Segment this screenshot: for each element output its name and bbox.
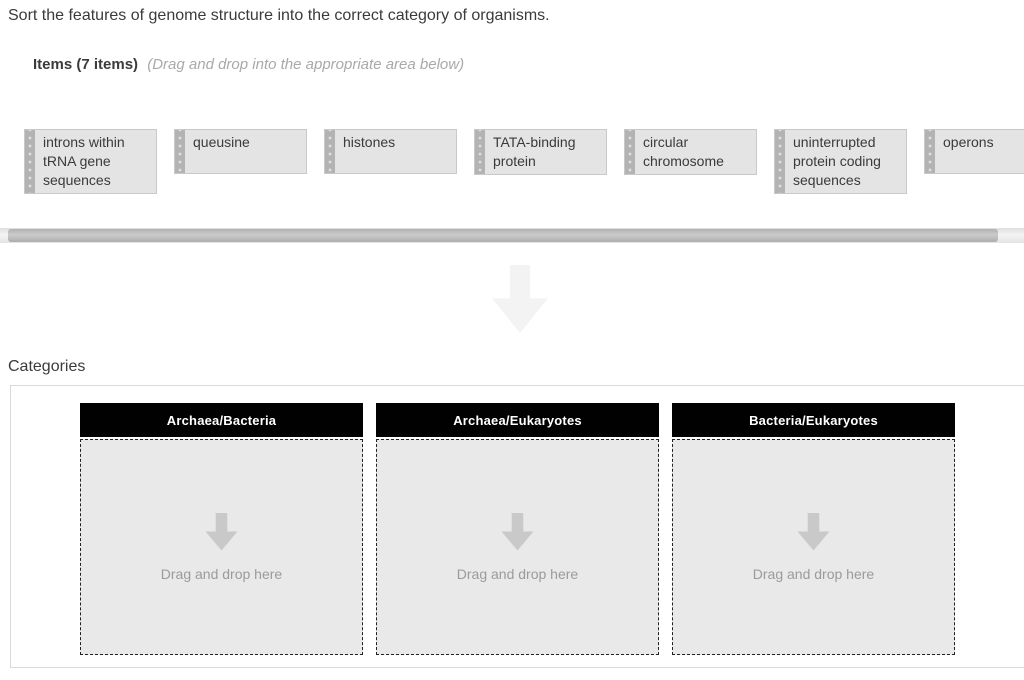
drag-item-queusine[interactable]: queusine [174,129,307,174]
down-arrow-icon [492,265,548,333]
item-label: introns within tRNA gene sequences [43,134,125,188]
down-arrow-icon [501,512,534,551]
drag-handle-icon [925,130,935,173]
category-header: Archaea/Eukaryotes [376,403,659,437]
items-scrollbar-thumb[interactable] [8,229,998,242]
drag-item-circular-chromosome[interactable]: circular chromosome [624,129,757,175]
dropzone-archaea-eukaryotes[interactable]: Drag and drop here [376,439,659,655]
categories-container: Archaea/Bacteria Drag and drop here Arch… [10,385,1024,668]
item-label: uninterrupted protein coding sequences [793,134,881,188]
dropzone-bacteria-eukaryotes[interactable]: Drag and drop here [672,439,955,655]
drag-item-introns[interactable]: introns within tRNA gene sequences [24,129,157,194]
down-arrow-icon [797,512,830,551]
drag-handle-icon [325,130,335,173]
dropzone-archaea-bacteria[interactable]: Drag and drop here [80,439,363,655]
category-archaea-bacteria: Archaea/Bacteria Drag and drop here [80,403,363,667]
item-label: histones [343,134,396,150]
category-bacteria-eukaryotes: Bacteria/Eukaryotes Drag and drop here [672,403,955,667]
categories-section-label: Categories [8,358,86,375]
items-row: introns within tRNA gene sequences queus… [24,129,1024,194]
dropzone-hint: Drag and drop here [160,565,283,582]
items-horizontal-scrollbar[interactable] [0,228,1024,243]
drag-item-histones[interactable]: histones [324,129,457,174]
drag-handle-icon [475,130,485,174]
drag-item-operons[interactable]: operons [924,129,1024,174]
drag-item-uninterrupted-sequences[interactable]: uninterrupted protein coding sequences [774,129,907,194]
category-header: Bacteria/Eukaryotes [672,403,955,437]
down-arrow-icon [205,512,238,551]
drag-handle-icon [175,130,185,173]
dropzone-hint: Drag and drop here [456,565,579,582]
item-label: queusine [193,134,250,150]
drag-handle-icon [625,130,635,174]
items-drag-hint: (Drag and drop into the appropriate area… [147,56,465,73]
page-title: Sort the features of genome structure in… [8,7,550,24]
item-label: TATA-binding protein [493,134,576,169]
category-archaea-eukaryotes: Archaea/Eukaryotes Drag and drop here [376,403,659,667]
drag-handle-icon [25,130,35,193]
items-section-header: Items (7 items) (Drag and drop into the … [33,56,464,73]
items-count-label: Items (7 items) [33,56,139,73]
category-header: Archaea/Bacteria [80,403,363,437]
drag-handle-icon [775,130,785,193]
item-label: circular chromosome [643,134,724,169]
item-label: operons [943,134,994,150]
dropzone-hint: Drag and drop here [752,565,875,582]
drag-item-tata-binding-protein[interactable]: TATA-binding protein [474,129,607,175]
